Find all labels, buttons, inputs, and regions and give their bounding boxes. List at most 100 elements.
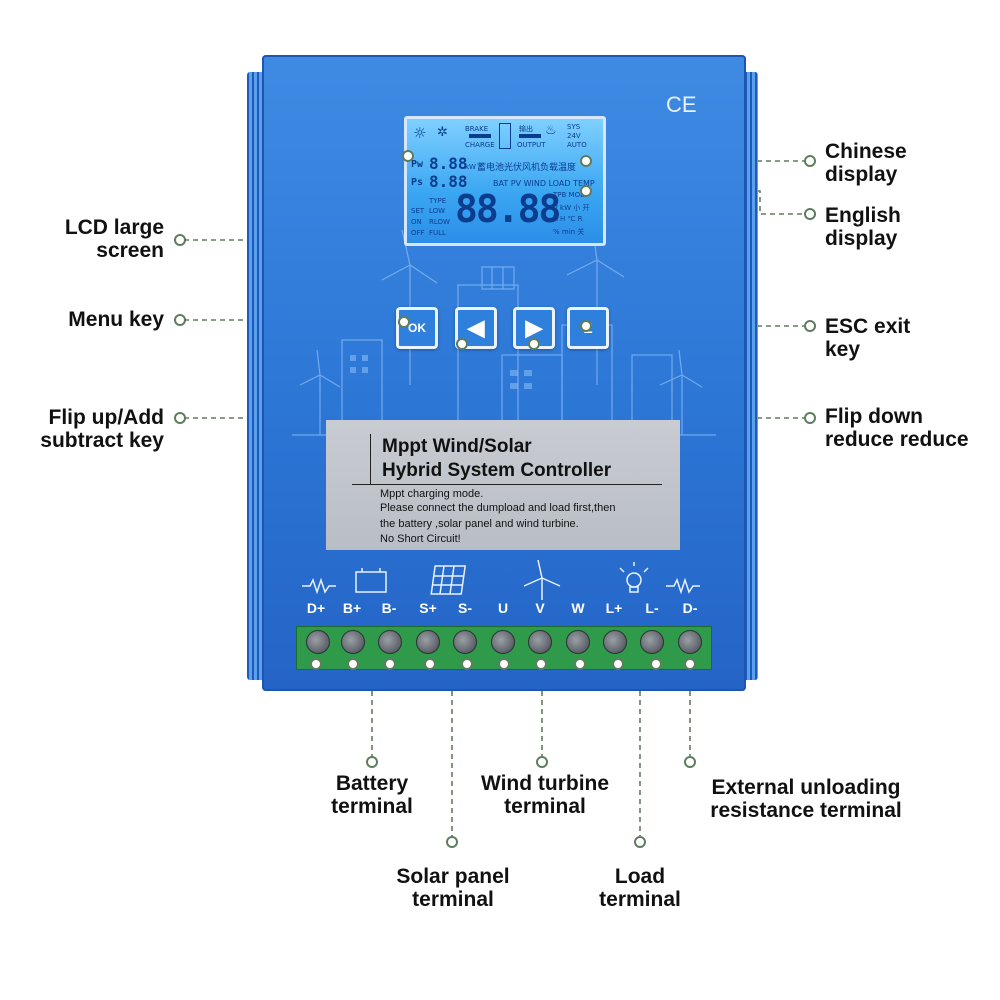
callout-dot-english [804,208,816,220]
bulb-icon: ♨ [545,123,557,138]
terminal-label-w: W [571,600,585,616]
ce-mark: CE [666,92,697,117]
terminal-screw[interactable] [491,630,515,654]
callout-text: subtract key [40,429,164,452]
terminal-dot [535,658,547,670]
callout-lcd-large-screen: LCD large screen [20,216,164,262]
lcd-rlow: RLOW [429,218,450,226]
load-bulb-icon [619,562,649,593]
plate-divider-horizontal [352,484,662,485]
terminal-screw[interactable] [416,630,440,654]
callout-dot-lcd-target [402,150,414,162]
lcd-low: LOW [429,207,446,215]
terminal-label-d-minus: D- [682,600,698,616]
lcd-tpb-mod: TPB MOD [553,191,586,199]
terminal-screw[interactable] [453,630,477,654]
lcd-set: SET [411,207,425,215]
terminal-screw[interactable] [678,630,702,654]
plate-divider-vertical [370,434,371,484]
callout-text: Chinese [825,140,907,163]
callout-dot-esc-target [580,320,592,332]
lcd-digits-small-2: 8.88 [429,172,468,191]
callout-dot-lcd [174,234,186,246]
battery-icon [499,123,511,149]
callout-text: resistance terminal [710,799,902,822]
lcd-right-units-3: % min 关 [553,228,585,236]
battery-terminal-icon [355,571,387,593]
terminal-screw[interactable] [341,630,365,654]
terminal-screw[interactable] [306,630,330,654]
callout-text: English [825,204,901,227]
callout-dot-flip-up-target [456,338,468,350]
callout-text: Flip up/Add [48,406,164,429]
terminal-dot [612,658,624,670]
terminal-screw[interactable] [566,630,590,654]
callout-text: Wind turbine [480,772,610,795]
callout-dot-flip-down [804,412,816,424]
callout-load-terminal: Load terminal [580,865,700,911]
lcd-big-digits: 88.88 [455,187,561,231]
lcd-on: ON [411,218,422,226]
callout-dot-external [684,756,696,768]
lcd-unit-kw: kW [465,163,476,171]
callout-english-display: English display [825,204,901,250]
product-label-plate: Mppt Wind/Solar Hybrid System Controller… [326,420,680,550]
callout-text: LCD large [64,216,164,239]
terminal-label-v: V [535,600,545,616]
terminal-screw[interactable] [528,630,552,654]
callout-battery-terminal: Battery terminal [310,772,434,818]
resistor-icon-left [302,577,336,595]
lcd-type: TYPE [429,197,447,205]
callout-solar-panel-terminal: Solar panel terminal [376,865,530,911]
terminal-dot [384,658,396,670]
callout-chinese-display: Chinese display [825,140,907,186]
lcd-brake: BRAKE [465,125,489,133]
terminal-screw[interactable] [378,630,402,654]
callout-flip-down: Flip down reduce reduce [825,405,969,451]
terminal-screw[interactable] [603,630,627,654]
lcd-chinese-row: 蓄电池光伏风机负载温度 [477,163,577,173]
ok-menu-key[interactable]: OK [396,307,438,349]
terminal-screw[interactable] [640,630,664,654]
lcd-full: FULL [429,229,446,237]
callout-text: terminal [599,888,681,911]
lcd-digits-small-1: 8.88 [429,154,468,173]
plate-title-2: Hybrid System Controller [382,460,612,481]
sun-icon: ☼ [413,124,427,142]
plate-note-1: Mppt charging mode. [380,488,484,500]
terminal-label-l-plus: L+ [605,600,623,616]
terminal-label-l-minus: L- [645,600,659,616]
terminal-dot [347,658,359,670]
terminal-dot [424,658,436,670]
lcd-ps: Ps [411,177,424,188]
callout-flip-up: Flip up/Add subtract key [6,406,164,452]
callout-text: terminal [412,888,494,911]
plate-note-4: No Short Circuit! [380,533,461,545]
callout-text: terminal [331,795,413,818]
lcd-pw: Pw [411,159,424,170]
callout-dot-ok-target [398,316,410,328]
lcd-off: OFF [411,229,425,237]
callout-dot-solar [446,836,458,848]
terminal-label-s-plus: S+ [419,600,437,616]
lcd-output-cn: 输出 [519,125,533,133]
callout-dot-flip-down-target [528,338,540,350]
terminal-dot [310,658,322,670]
lcd-arrow-bar [469,134,491,138]
callout-text: key [825,338,861,361]
callout-text: External unloading [711,776,901,799]
callout-dot-chinese-target [580,155,592,167]
lcd-sys: SYS [567,123,581,131]
callout-text: Menu key [68,308,164,331]
callout-text: ESC exit [825,315,911,338]
callout-dot-wind [536,756,548,768]
callout-esc-exit-key: ESC exit key [825,315,910,361]
lcd-screen: ☼ ✲ BRAKE CHARGE 输出 OUTPUT ♨ SYS 24V AUT… [404,116,606,246]
callout-text: Flip down [825,405,923,428]
callout-text: display [825,163,898,186]
callout-dot-battery [366,756,378,768]
terminal-icons [302,560,700,600]
callout-text: terminal [504,795,586,818]
plate-note-2: Please connect the dumpload and load fir… [380,502,616,514]
callout-text: screen [96,239,164,262]
